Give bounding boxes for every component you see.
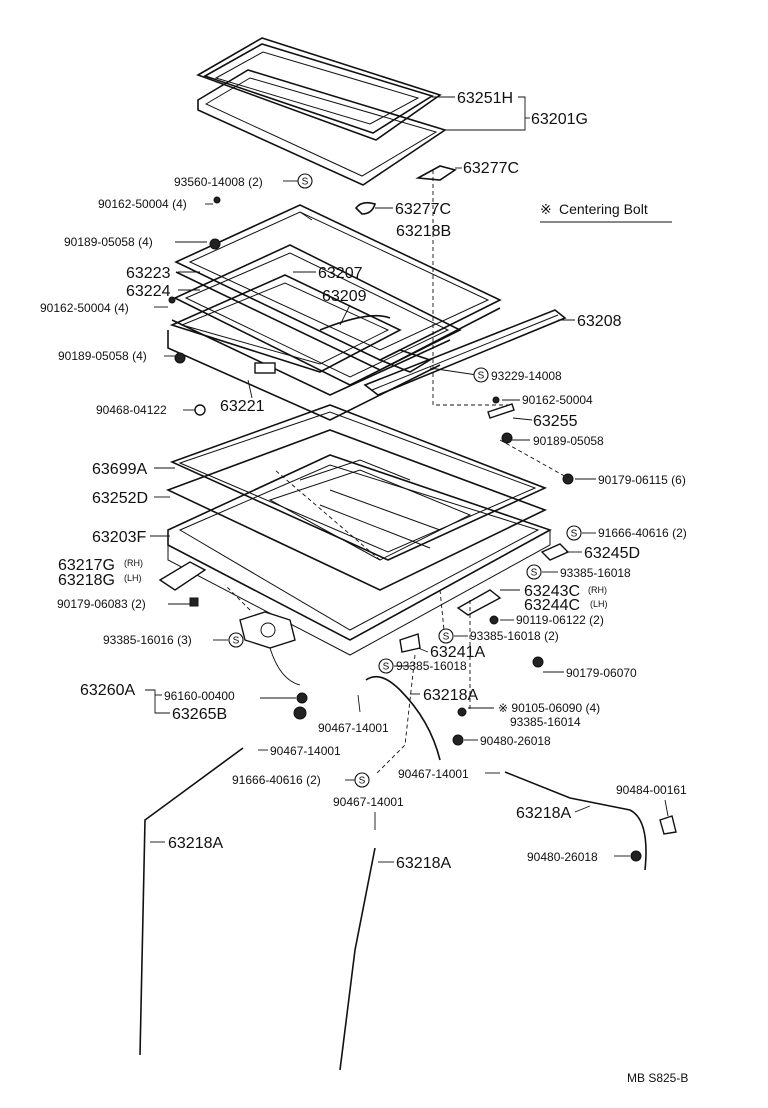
label-90468-04122: 90468-04122: [96, 403, 167, 417]
drain-hose-left: [139, 747, 244, 1056]
label-90189-05058-b: 90189-05058 (4): [58, 349, 147, 363]
label-91666-40616-a: 91666-40616 (2): [598, 526, 687, 540]
label-93385-16014: 93385-16014: [510, 715, 581, 729]
label-93385-16016: 93385-16016 (3): [103, 633, 192, 647]
label-90179-06070: 90179-06070: [566, 666, 637, 680]
sunroof-glass-assembly: [196, 37, 447, 186]
label-63208: 63208: [577, 313, 622, 330]
label-63217g: 63217G: [58, 557, 115, 574]
bracket-63245d: [540, 543, 570, 561]
label-63255: 63255: [533, 413, 578, 430]
label-90467-14001-a: 90467-14001: [318, 721, 389, 735]
label-90480-26018-b: 90480-26018: [527, 850, 598, 864]
sliding-frame-assembly: [167, 204, 502, 421]
svg-text:S: S: [571, 529, 578, 540]
label-63209: 63209: [322, 288, 367, 305]
label-63265b: 63265B: [172, 706, 227, 723]
label-90189-05058-c: 90189-05058: [533, 434, 604, 448]
label-63243c: 63243C: [524, 583, 580, 600]
legend-centering-bolt: ※ Centering Bolt: [540, 201, 672, 223]
label-63218a-c: 63218A: [168, 835, 223, 852]
svg-text:S: S: [233, 636, 240, 647]
label-63218a-a: 63218A: [423, 687, 478, 704]
label-63218g-lh: (LH): [124, 573, 142, 583]
label-63218a-b: 63218A: [516, 805, 571, 822]
label-90467-14001-b: 90467-14001: [270, 744, 341, 758]
label-93385-16018-a: 93385-16018: [560, 566, 631, 580]
label-63277c-a: 63277C: [463, 160, 519, 177]
svg-text:Centering Bolt: Centering Bolt: [559, 201, 648, 217]
label-90162-50004-a: 90162-50004 (4): [98, 197, 187, 211]
label-63217g-rh: (RH): [124, 558, 143, 568]
label-63223: 63223: [126, 265, 171, 282]
label-93385-16018-c: 93385-16018: [396, 659, 467, 673]
label-63244c-lh: (LH): [590, 599, 608, 609]
label-63218a-d: 63218A: [396, 855, 451, 872]
label-63251h: 63251H: [457, 90, 513, 107]
label-63218g: 63218G: [58, 572, 115, 589]
label-63224: 63224: [126, 283, 171, 300]
label-63221: 63221: [220, 398, 265, 415]
label-93560-14008: 93560-14008 (2): [174, 175, 263, 189]
drain-hose-right-center: [365, 675, 441, 761]
rail-63208: [363, 309, 567, 396]
leader-lines: [145, 96, 669, 863]
label-63245d: 63245D: [584, 545, 640, 562]
label-90179-06083: 90179-06083 (2): [57, 597, 146, 611]
label-63252d: 63252D: [92, 490, 148, 507]
motor-assembly: [239, 611, 301, 686]
label-63243c-rh: (RH): [588, 585, 607, 595]
label-96160-00400: 96160-00400: [164, 689, 235, 703]
clip-63277c-lower: [354, 201, 376, 215]
seal-63699a: [169, 404, 548, 561]
svg-text:S: S: [359, 776, 366, 787]
label-63260a: 63260A: [80, 682, 135, 699]
clip-63241a: [399, 633, 421, 653]
label-63203f: 63203F: [92, 529, 146, 546]
clip-63277c-upper: [415, 165, 457, 181]
reference-lines: [224, 170, 569, 776]
svg-text:S: S: [531, 568, 538, 579]
housing-63203f: [165, 429, 552, 656]
label-90162-50004-c: 90162-50004: [522, 393, 593, 407]
nut-90179-06083: [189, 597, 199, 607]
label-90484-00161: 90484-00161: [616, 783, 687, 797]
part-labels: 63251H 63201G 63277C 93560-14008 (2) 901…: [40, 90, 687, 872]
label-63201g: 63201G: [531, 111, 588, 128]
label-91666-40616-b: 91666-40616 (2): [232, 773, 321, 787]
label-90162-50004-b: 90162-50004 (4): [40, 301, 129, 315]
label-63277c-b: 63277C: [395, 201, 451, 218]
label-93229-14008: 93229-14008: [491, 369, 562, 383]
footer-code: MB S825-B: [627, 1071, 688, 1085]
label-63241a: 63241A: [430, 644, 485, 661]
fastener-group: [168, 196, 677, 862]
label-63244c: 63244C: [524, 597, 580, 614]
svg-text:S: S: [478, 371, 485, 382]
label-90480-26018-a: 90480-26018: [480, 734, 551, 748]
svg-text:S: S: [443, 632, 450, 643]
svg-text:※: ※: [540, 201, 552, 217]
label-90179-06115: 90179-06115 (6): [598, 473, 686, 487]
drain-hose-right: [504, 771, 647, 871]
bracket-63243c: [456, 589, 502, 616]
drain-hose-center: [339, 847, 376, 1071]
label-63699a: 63699A: [92, 461, 147, 478]
label-90119-06122: 90119-06122 (2): [516, 613, 604, 627]
label-90467-14001-c: 90467-14001: [398, 767, 469, 781]
bracket-63217g: [158, 561, 207, 591]
svg-text:S: S: [383, 662, 390, 673]
s-marks: S S S S S S S S: [228, 173, 582, 788]
label-90189-05058-a: 90189-05058 (4): [64, 235, 153, 249]
label-63207: 63207: [318, 265, 363, 282]
label-63218b: 63218B: [396, 223, 451, 240]
svg-text:S: S: [302, 177, 309, 188]
label-90105-06090: ※ 90105-06090 (4): [498, 701, 600, 715]
label-90467-14001-d: 90467-14001: [333, 795, 404, 809]
label-93385-16018-b: 93385-16018 (2): [470, 629, 559, 643]
